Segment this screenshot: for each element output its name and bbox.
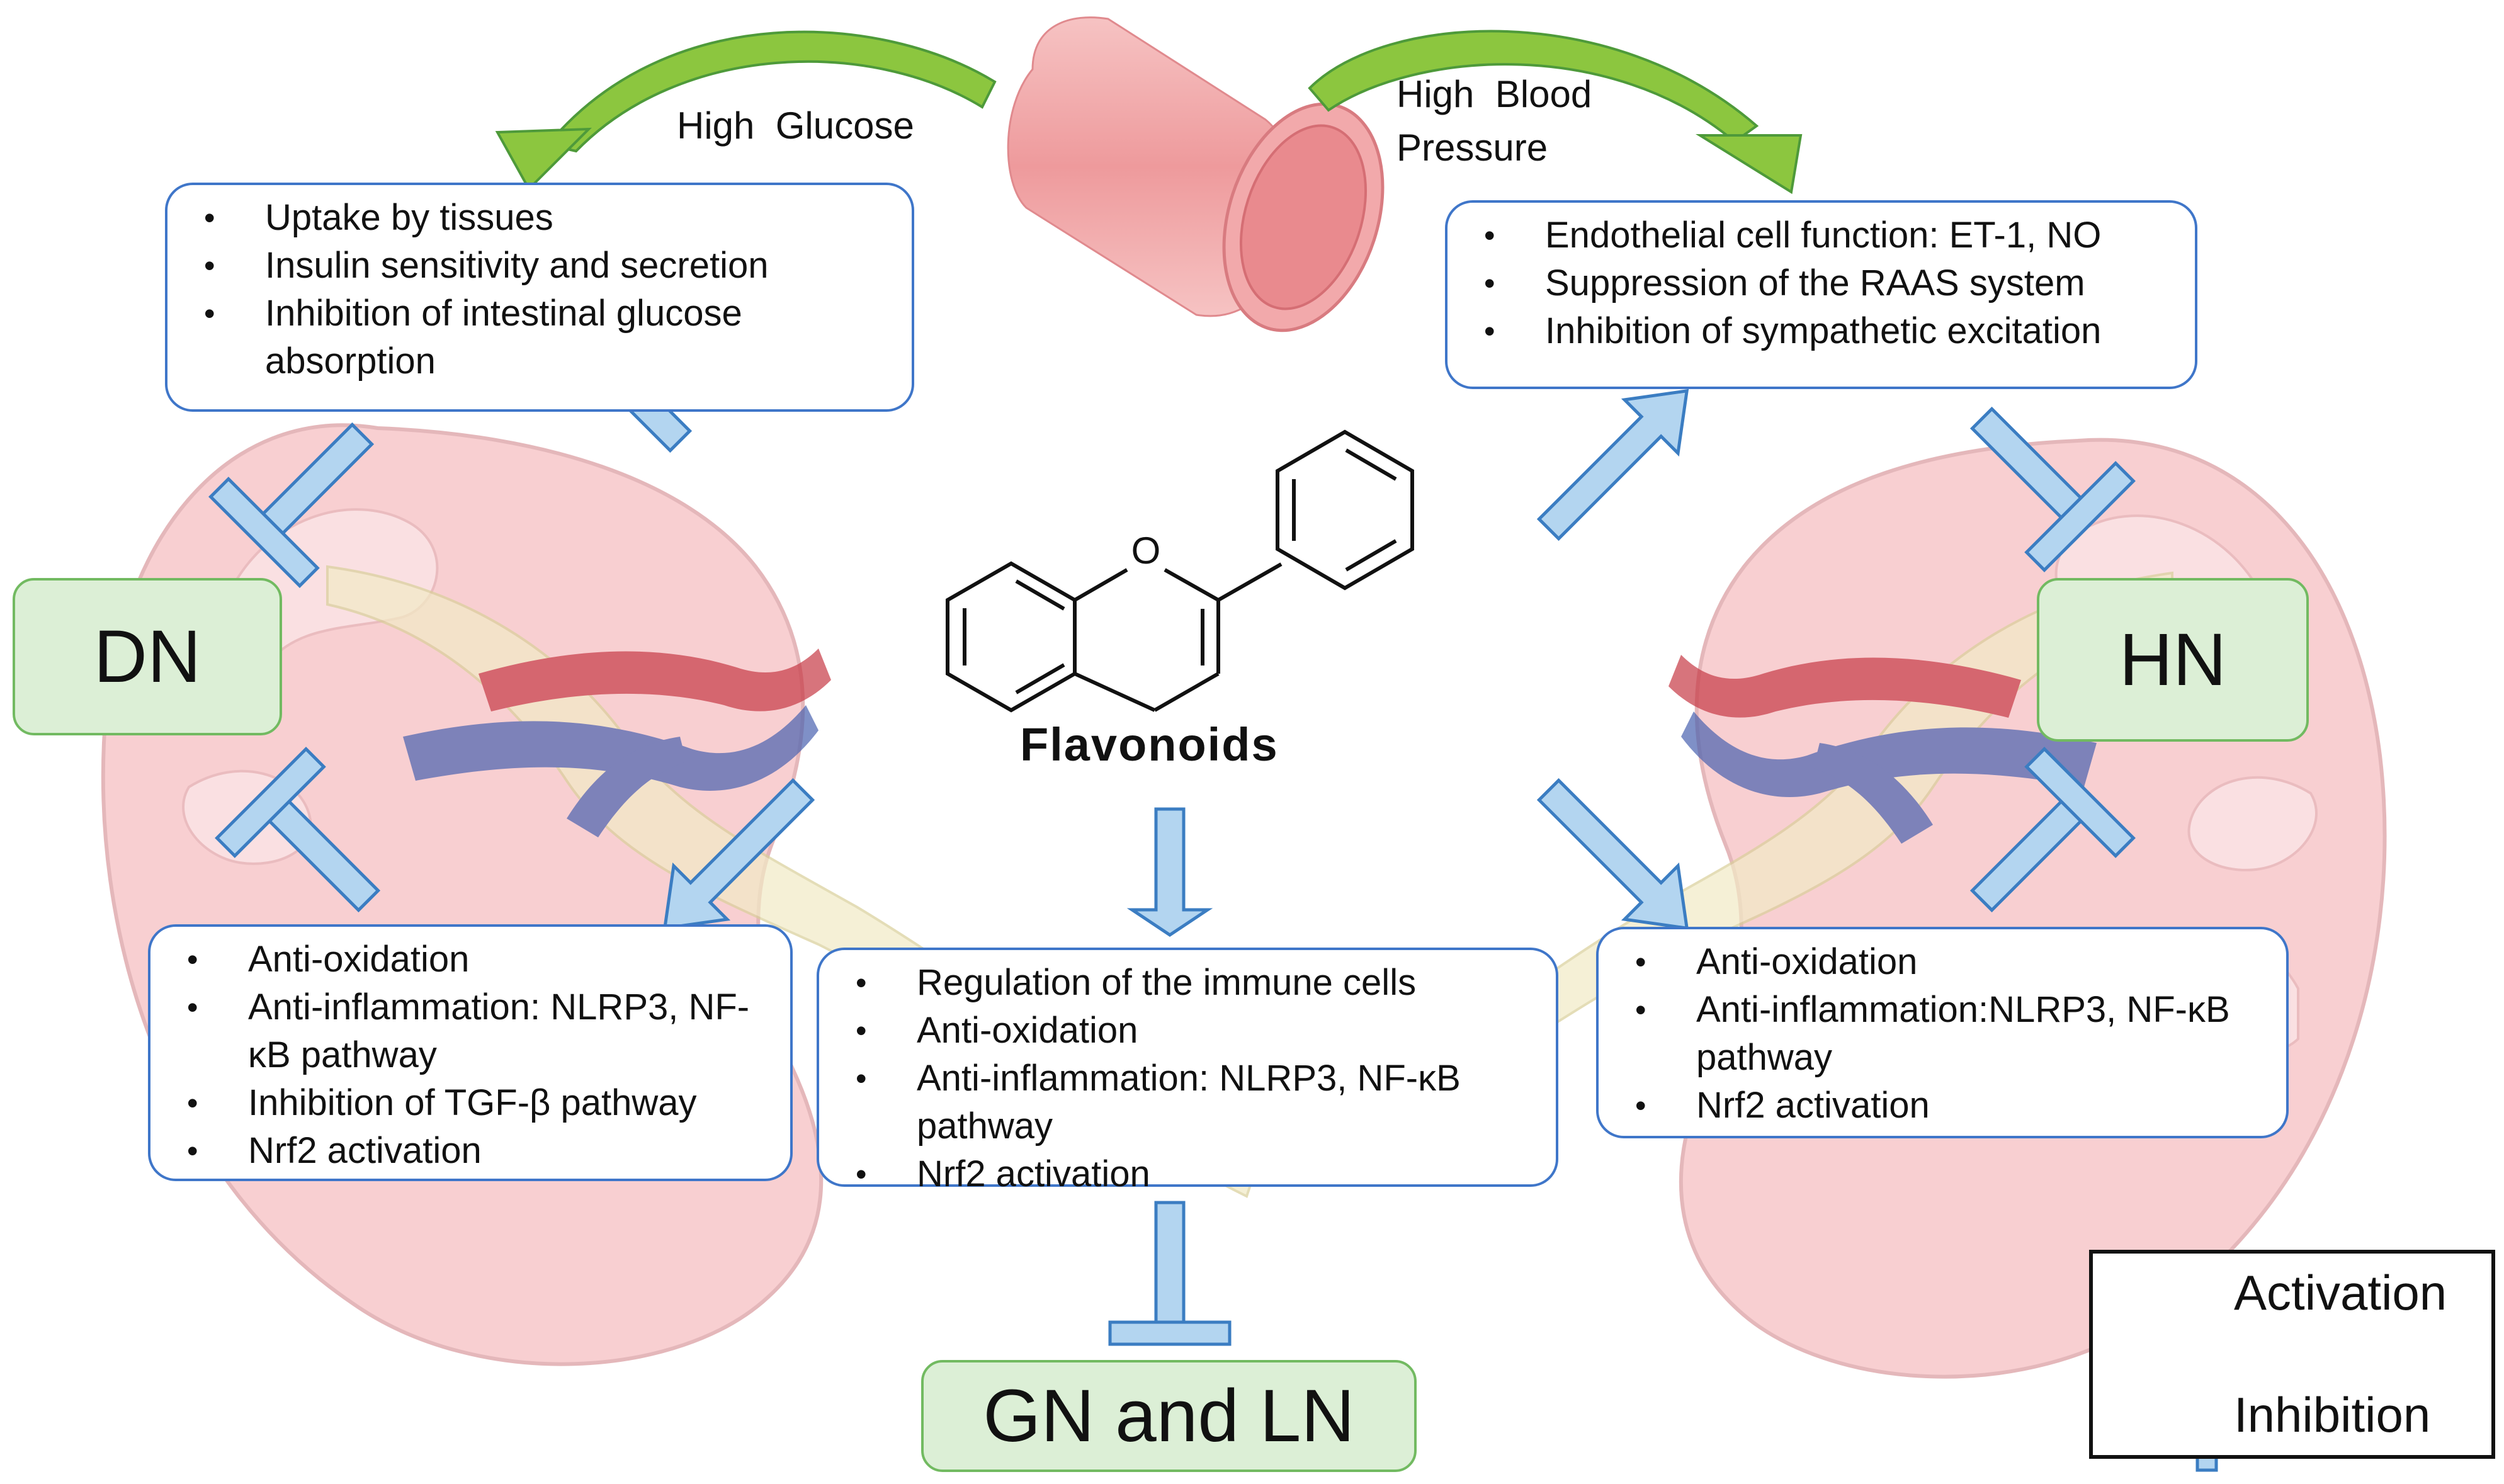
list-item: Uptake by tissues xyxy=(186,194,893,242)
list-item: Inhibition of TGF-β pathway xyxy=(169,1079,771,1127)
flavonoids-label: Flavonoids xyxy=(1020,718,1279,771)
list-item: Regulation of the immune cells xyxy=(838,959,1537,1007)
activation-arrow-to-dn-box xyxy=(662,778,815,931)
glucose-mechanisms-list: Uptake by tissues Insulin sensitivity an… xyxy=(186,194,893,385)
list-item: Anti-inflammation: NLRP3, NF-κB pathway xyxy=(169,983,771,1079)
legend-activation-label: Activation xyxy=(2234,1265,2447,1320)
high-blood-pressure-label-line1: High Blood xyxy=(1396,73,1592,115)
list-item: Nrf2 activation xyxy=(1617,1082,2267,1130)
list-item: Nrf2 activation xyxy=(169,1127,771,1175)
list-item: Suppression of the RAAS system xyxy=(1466,259,2176,307)
gn-ln-mechanisms-box: Regulation of the immune cells Anti-oxid… xyxy=(817,948,1558,1198)
bp-mechanisms-box: Endothelial cell function: ET-1, NO Supp… xyxy=(1445,200,2197,389)
dn-mechanisms-box: Anti-oxidation Anti-inflammation: NLRP3,… xyxy=(148,924,793,1181)
list-item: Inhibition of intestinal glucose absorpt… xyxy=(186,290,893,385)
activation-arrow-to-gn-ln-box xyxy=(1126,807,1213,937)
high-glucose-label: High Glucose xyxy=(677,105,914,147)
high-blood-pressure-curved-arrow xyxy=(1308,30,1803,195)
gn-ln-mechanisms-list: Regulation of the immune cells Anti-oxid… xyxy=(838,959,1537,1198)
list-item: Anti-oxidation xyxy=(1617,938,2267,986)
flavone-ring-oxygen: O xyxy=(1131,530,1161,572)
legend-box xyxy=(2089,1250,2495,1459)
dn-mechanisms-list: Anti-oxidation Anti-inflammation: NLRP3,… xyxy=(169,936,771,1175)
dn-disease-box: DN xyxy=(13,578,282,735)
inhibition-bar-to-gn-ln xyxy=(1108,1201,1232,1346)
inhibition-bar-glucose-to-dn xyxy=(208,422,375,588)
activation-arrow-to-hn-box xyxy=(1536,778,1689,931)
blood-vessel-illustration xyxy=(1007,16,1385,332)
high-glucose-curved-arrow xyxy=(495,30,997,191)
inhibition-bar-bp-to-hn xyxy=(1969,406,2136,572)
high-blood-pressure-label-line2: Pressure xyxy=(1396,127,1548,169)
list-item: Anti-oxidation xyxy=(838,1007,1537,1055)
activation-arrow-to-bp-box xyxy=(1536,388,1689,541)
list-item: Inhibition of sympathetic excitation xyxy=(1466,307,2176,355)
list-item: Insulin sensitivity and secretion xyxy=(186,242,893,290)
flavone-structure xyxy=(946,429,1414,713)
inhibition-bar-hn-box-to-hn xyxy=(1969,747,2136,913)
list-item: Anti-inflammation: NLRP3, NF-κB pathway xyxy=(838,1055,1537,1150)
bp-mechanisms-list: Endothelial cell function: ET-1, NO Supp… xyxy=(1466,212,2176,355)
hn-disease-box: HN xyxy=(2037,578,2309,742)
list-item: Anti-inflammation:NLRP3, NF-κB pathway xyxy=(1617,986,2267,1082)
list-item: Nrf2 activation xyxy=(838,1150,1537,1198)
legend-inhibition-label: Inhibition xyxy=(2234,1387,2431,1442)
hn-mechanisms-list: Anti-oxidation Anti-inflammation:NLRP3, … xyxy=(1617,938,2267,1130)
list-item: Anti-oxidation xyxy=(169,936,771,983)
glucose-mechanisms-box: Uptake by tissues Insulin sensitivity an… xyxy=(165,183,914,412)
gn-ln-disease-box: GN and LN xyxy=(921,1360,1417,1472)
hn-mechanisms-box: Anti-oxidation Anti-inflammation:NLRP3, … xyxy=(1596,927,2289,1138)
inhibition-bar-dn-box-to-dn xyxy=(215,747,381,913)
list-item: Endothelial cell function: ET-1, NO xyxy=(1466,212,2176,259)
